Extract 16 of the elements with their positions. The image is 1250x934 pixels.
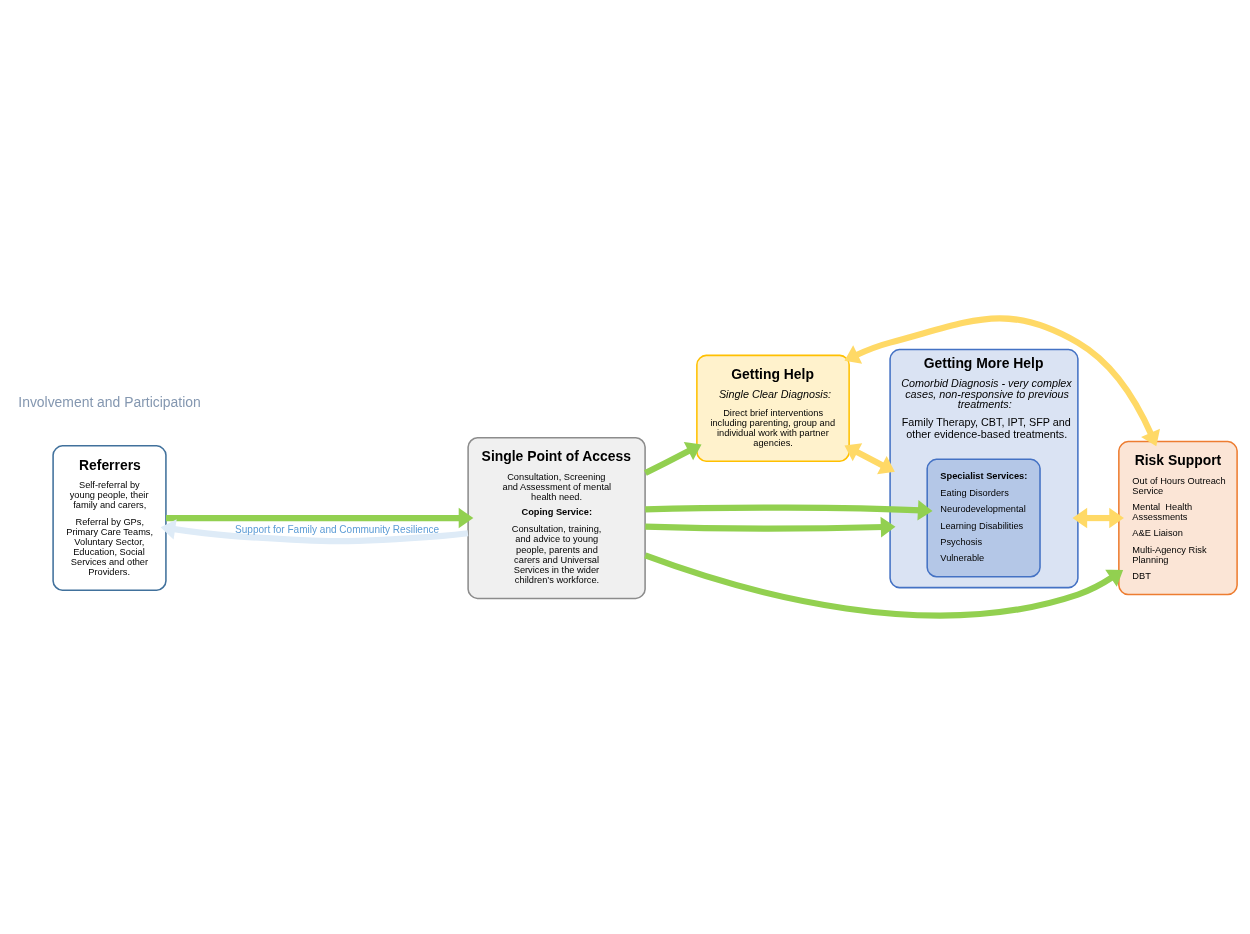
node-box: Specialist Services: Eating Disorders Neurodevelopmental Learning Disabilities Psychosis Vulnerable [926,458,1041,578]
arrow [844,315,1160,447]
arrow [160,519,469,545]
arrow [844,443,895,475]
node-box: Single Point of Access Consultation, Screening and Assessment of mental health need. Coping Service: Consultation, training, and advice to young people, parents and carers and Universal Services in the wider children’s workforce. [467,436,646,600]
label: Involvement and Participation [18,394,201,411]
arrow [1072,507,1124,529]
edge-label: Support for Family and Community Resilience [235,524,440,536]
arrow [645,516,896,538]
arrow [644,552,1124,619]
node-box: Getting Help Single Clear Diagnosis: Direct brief interventions including parenting, group and individual work with partner agencies. [696,354,850,463]
node-box: Risk Support Out of Hours Outreach Service Mental Health Assessments A&E Liaison Multi-Agency Risk Planning DBT [1118,440,1238,596]
node-box: Referrers Self-referral by young people, their family and carers, Referral by GPs, Primary Care Teams, Voluntary Sector, Education, Social Services and other Providers. [52,445,167,592]
arrow [645,500,933,521]
arrow [644,441,702,476]
arrow [166,507,474,529]
